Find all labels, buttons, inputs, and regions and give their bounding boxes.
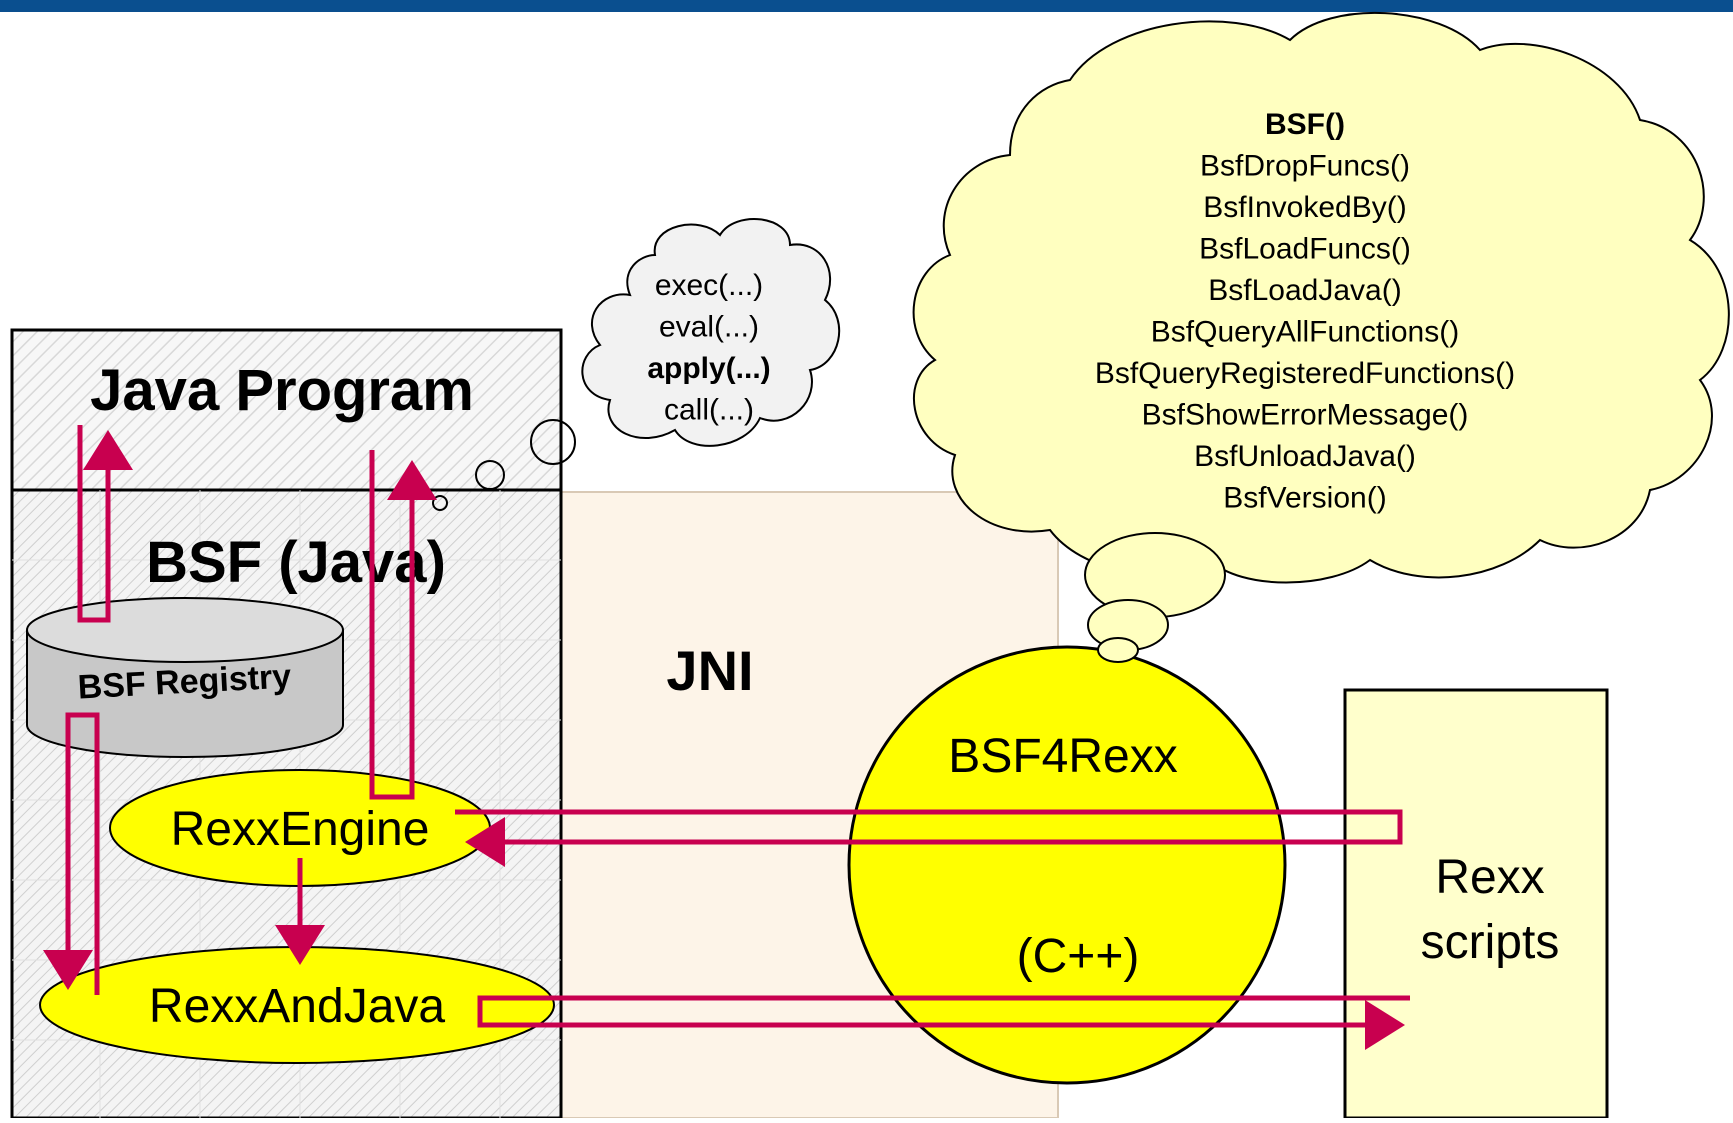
small-cloud-item: call(...)	[664, 394, 754, 427]
bsf-java-label: BSF (Java)	[146, 530, 446, 595]
big-cloud-item: BSF()	[1265, 108, 1345, 141]
jni-label: JNI	[666, 639, 753, 702]
big-cloud-item: BsfInvokedBy()	[1203, 191, 1406, 224]
small-cloud-item: apply(...)	[647, 352, 770, 385]
cpp-label: (C++)	[1017, 930, 1140, 983]
bsf4rexx-circle	[847, 645, 1287, 1085]
big-function-cloud: BSF() BsfDropFuncs() BsfInvokedBy() BsfLoad…	[912, 11, 1730, 663]
small-method-cloud: exec(...) eval(...) apply(...) call(...)	[432, 218, 841, 511]
big-cloud-item: BsfShowErrorMessage()	[1142, 399, 1469, 432]
big-cloud-item: BsfUnloadJava()	[1194, 440, 1416, 473]
arrow-registry-to-rexxandjava	[43, 712, 100, 995]
small-cloud-item: exec(...)	[655, 269, 763, 302]
rexx-scripts-line2: scripts	[1421, 916, 1560, 969]
rexx-scripts-box	[1343, 688, 1609, 1120]
header-bar	[0, 0, 1733, 12]
big-cloud-item: BsfLoadFuncs()	[1199, 233, 1411, 266]
java-program-label: Java Program	[90, 358, 474, 423]
big-cloud-item: BsfLoadJava()	[1208, 274, 1401, 307]
big-cloud-text: BSF() BsfDropFuncs() BsfInvokedBy() BsfLoad…	[1095, 108, 1515, 515]
arrow-scripts-to-rexxengine	[455, 809, 1403, 867]
call-flow-arrows	[43, 425, 1410, 1050]
big-cloud-item: BsfQueryAllFunctions()	[1151, 316, 1459, 349]
big-cloud-item: BsfDropFuncs()	[1200, 150, 1410, 183]
small-cloud-bubble-3	[432, 495, 448, 511]
big-cloud-bubble-3	[1097, 637, 1139, 663]
arrow-rexxandjava-to-scripts	[477, 995, 1410, 1050]
small-cloud-bubble-2	[475, 460, 505, 490]
big-cloud-item: BsfVersion()	[1223, 482, 1386, 515]
arrow-registry-to-java	[77, 425, 133, 623]
bsf-registry-cylinder: BSF Registry	[26, 597, 344, 758]
rexx-engine-label: RexxEngine	[171, 803, 430, 856]
rexx-scripts-line1: Rexx	[1435, 851, 1544, 904]
arrow-rexxengine-to-java	[369, 450, 437, 800]
big-cloud-item: BsfQueryRegisteredFunctions()	[1095, 357, 1515, 390]
bsf4rexx-label: BSF4Rexx	[948, 730, 1177, 783]
small-cloud-text: exec(...) eval(...) apply(...) call(...)	[647, 269, 770, 427]
small-cloud-item: eval(...)	[659, 311, 759, 344]
small-cloud-bubble-1	[530, 419, 576, 465]
rexx-and-java-label: RexxAndJava	[149, 980, 445, 1033]
